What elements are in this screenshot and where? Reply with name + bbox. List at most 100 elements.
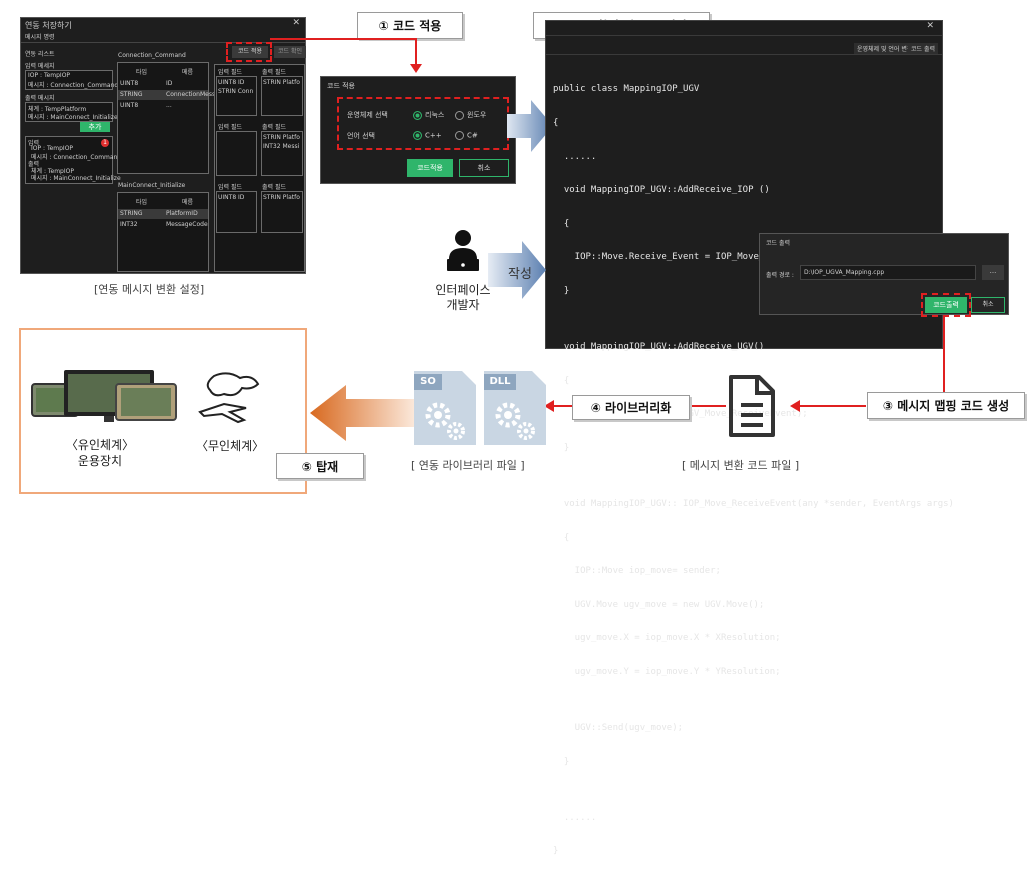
summary-line: IOP : TempIOP (31, 145, 74, 152)
code-line: { (553, 532, 570, 543)
dll-label: DLL (484, 374, 516, 390)
table-row[interactable]: INT32 MessageCode (118, 220, 208, 230)
step3-arrow-up (943, 316, 945, 403)
os-option-linux[interactable]: 리눅스 (413, 110, 444, 120)
apply-cancel-button[interactable]: 취소 (459, 159, 509, 177)
code-apply-button[interactable]: 코드 적용 (232, 46, 268, 58)
os-label: 운영체제 선택 (347, 111, 388, 119)
code-line: } (553, 286, 570, 297)
code-line: { (553, 118, 559, 129)
field-item: STRIN Platfo (263, 134, 300, 141)
code-line: UGV::Send(ugv_move); (553, 722, 684, 733)
code-line: void MappingIOP_UGV::AddReceive_IOP () (553, 185, 770, 196)
input-iop: IOP : TempIOP (28, 72, 71, 79)
radio-on-icon (413, 131, 422, 140)
field-box[interactable]: STRIN Platfo (261, 191, 303, 233)
radio-off-icon (455, 131, 464, 140)
output-path-field[interactable]: D:\IOP_UGVA_Mapping.cpp (800, 265, 976, 280)
cell-type: STRING (120, 91, 143, 98)
output-path-label: 출력 경로 : (766, 272, 794, 279)
code-text: public class MappingIOP_UGV (553, 84, 700, 95)
field-item: STRIN Conn (218, 88, 254, 95)
lang-option-cpp[interactable]: C++ (413, 131, 442, 140)
tab-message-command[interactable]: 메시지 명령 (25, 34, 55, 41)
field-item: STRIN Platfo (263, 79, 300, 86)
lang-label: 언어 선택 (347, 132, 375, 140)
field-out-label: 출력 필드 (262, 124, 286, 131)
output-message: 메시지 : MainConnect_Initialize (28, 114, 118, 121)
table-row[interactable]: STRING ConnectionMessa (118, 90, 219, 100)
manned-label-line1: 〈유인체계〉 (65, 438, 135, 452)
unmanned-label: 〈무인체계〉 (196, 439, 265, 453)
table-row[interactable]: STRING PlatformID (118, 209, 208, 219)
output-path-value: D:\IOP_UGVA_Mapping.cpp (804, 269, 885, 276)
radio-on-icon (413, 110, 422, 120)
cell-name: MessageCode (166, 221, 208, 228)
manned-label: 〈유인체계〉 운용장치 (50, 437, 150, 469)
output-button-highlight (921, 293, 971, 317)
field-in-label: 입력 필드 (218, 69, 242, 76)
code-line: } (553, 442, 570, 453)
col-type: 타입 (136, 199, 148, 206)
step1-label: ① 코드 적용 (357, 12, 463, 39)
code-line: } (553, 756, 570, 767)
table1-header: 타입 메름 (118, 66, 208, 76)
summary-line: 메시지 : MainConnect_Initialize (31, 175, 121, 182)
browse-button[interactable]: ... (982, 265, 1004, 280)
tab-code-output[interactable]: 코드 출력 (908, 43, 938, 54)
code-line: ...... (553, 151, 597, 162)
field-in-label: 입력 필드 (218, 184, 242, 191)
cell-name: ID (166, 80, 173, 87)
add-button[interactable]: 추가 (80, 122, 110, 132)
table1: 타입 메름 UINT8 ID STRING ConnectionMessa UI… (117, 62, 219, 174)
lang-cpp-label: C++ (425, 131, 442, 140)
code-line: UGV::AddMoveHandler(UGV_Move_ReceiveEven… (574, 409, 808, 420)
output-cancel-button[interactable]: 취소 (971, 297, 1005, 313)
tab-os-lang[interactable]: 운영체제 및 언어 변경 (854, 43, 916, 54)
code-line: { (553, 218, 570, 229)
field-out-label: 출력 필드 (262, 69, 286, 76)
col-name: 메름 (182, 199, 194, 206)
write-label: 작성 (508, 267, 532, 282)
os-linux-label: 리눅스 (425, 111, 445, 119)
step3-label: ③ 메시지 맵핑 코드 생성 (867, 392, 1025, 419)
close-icon[interactable]: ✕ (292, 18, 300, 28)
manned-devices-image (31, 370, 177, 422)
output-message-box[interactable]: 체계 : TempPlatform 메시지 : MainConnect_Init… (25, 102, 118, 122)
developer-label: 인터페이스 개발자 (418, 283, 508, 313)
write-arrow (488, 241, 546, 299)
field-box[interactable]: UINT8 ID (216, 191, 257, 233)
os-option-windows[interactable]: 윈도우 (455, 110, 486, 120)
editor-close-icon[interactable]: ✕ (926, 21, 934, 31)
summary-line: 체계 : TempIOP (31, 168, 74, 175)
code-line: ...... (553, 812, 597, 823)
cell-type: UINT8 (120, 80, 139, 87)
code-output-button[interactable]: 코드출력 (925, 297, 967, 313)
remove-badge[interactable]: 1 (101, 139, 109, 147)
table1-title: Connection_Command (118, 52, 186, 59)
lang-option-csharp[interactable]: C# (455, 131, 478, 140)
field-item: INT32 Messi (263, 143, 300, 150)
table2: 타입 메름 STRING PlatformID INT32 MessageCod… (117, 192, 209, 272)
code-verify-button[interactable]: 코드 확인 (274, 46, 306, 58)
table-row[interactable]: UINT8 ... (118, 101, 208, 111)
settings-caption: [연동 메시지 변환 설정] (94, 283, 205, 296)
developer-label-line1: 인터페이스 (435, 283, 491, 297)
os-windows-label: 윈도우 (467, 111, 487, 119)
input-message-box[interactable]: IOP : TempIOP 메시지 : Connection_Command (25, 70, 118, 90)
cell-type: UINT8 (120, 102, 139, 109)
code-line: void MappingIOP_UGV:: IOP_Move_ReceiveEv… (553, 498, 954, 509)
lib-caption: [ 연동 라이브러리 파일 ] (411, 459, 525, 472)
apply-to-editor-arrow (507, 100, 553, 152)
cell-name: ... (166, 102, 172, 109)
apply-button[interactable]: 코드적용 (407, 159, 453, 177)
field-box[interactable]: STRIN Platfo (261, 76, 303, 116)
section-output-label: 출력 메시지 (25, 95, 55, 102)
field-box[interactable] (216, 131, 257, 176)
field-item: UINT8 ID (218, 194, 245, 201)
table-row[interactable]: UINT8 ID (118, 79, 208, 89)
table2-header: 타입 메름 (118, 196, 208, 206)
field-item: STRIN Platfo (263, 194, 300, 201)
